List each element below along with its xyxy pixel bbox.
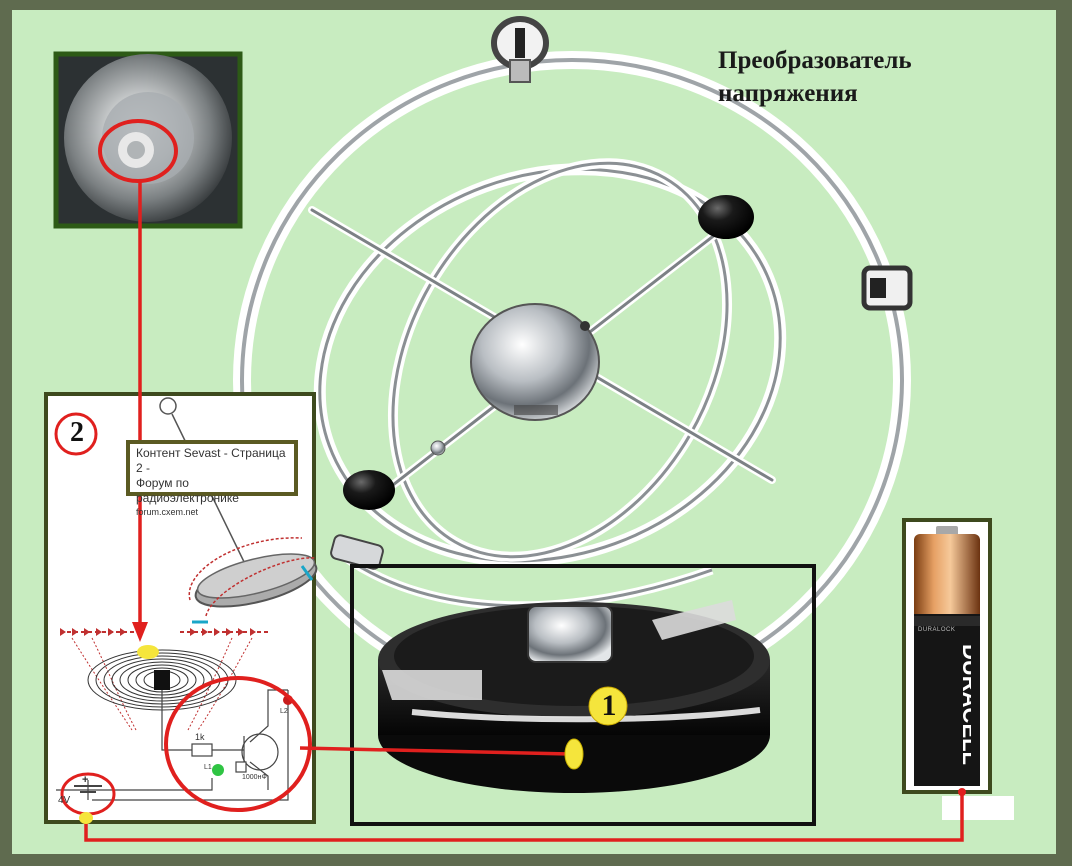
flashlight-photo — [53, 51, 243, 229]
sculpture-small-weight — [330, 534, 384, 570]
sculpture-inner-ring-tilted — [313, 163, 787, 567]
sculpture-center-sphere — [470, 303, 600, 421]
sculpture-black-ball-top — [698, 195, 754, 239]
coil-l1-label: L1 — [204, 764, 212, 771]
sculpture-black-ball-left — [343, 470, 395, 510]
title-line-2: напряжения — [718, 80, 858, 107]
sculpture-small-sphere — [430, 440, 446, 456]
diagram-artwork — [44, 16, 1014, 842]
marker-two-label: 2 — [70, 417, 84, 448]
page-title: Преобразователь напряжения — [718, 44, 912, 110]
caption-line-3: forum.cxem.net — [136, 507, 199, 517]
field-arrows — [60, 628, 256, 636]
battery-photo — [902, 518, 992, 794]
battery-contact-marker — [79, 812, 93, 824]
battery-plus-label: + — [82, 774, 89, 786]
coil-contact-marker — [137, 645, 159, 659]
schematic-caption: Контент Sevast - Страница 2 - Форум по р… — [126, 440, 298, 517]
battery-terminal-dot — [958, 788, 966, 796]
wire-arrowhead — [132, 622, 148, 642]
battery-brand-label: DURACELL — [958, 644, 971, 765]
marker-one-circle — [588, 686, 628, 726]
battery-tag — [942, 796, 1014, 820]
caption-line-1: Контент Sevast - Страница 2 - — [136, 446, 286, 475]
coil-l2-label: L2 — [280, 708, 288, 715]
resistor-label: 1k — [195, 732, 205, 742]
sculpture-side-hinge — [861, 265, 913, 311]
sculpture-base — [378, 600, 770, 793]
battery-voltage-label: 4V — [58, 795, 71, 806]
diagram-board: Преобразователь напряжения 1 2 Контент S… — [12, 10, 1056, 854]
base-highlight-box — [350, 564, 816, 826]
battery-sub-label: DURALOCK — [918, 627, 956, 633]
marker-one-label: 1 — [601, 689, 617, 722]
caption-line-2: Форум по радиоэлектронике — [136, 476, 239, 505]
title-line-1: Преобразователь — [718, 47, 912, 74]
sculpture-top-hanger — [491, 16, 549, 83]
red-wires — [84, 182, 964, 842]
capacitor-label: 1000нФ — [242, 774, 267, 781]
battery-brand-text: DURACELL — [958, 644, 971, 765]
base-contact-marker — [564, 738, 584, 770]
